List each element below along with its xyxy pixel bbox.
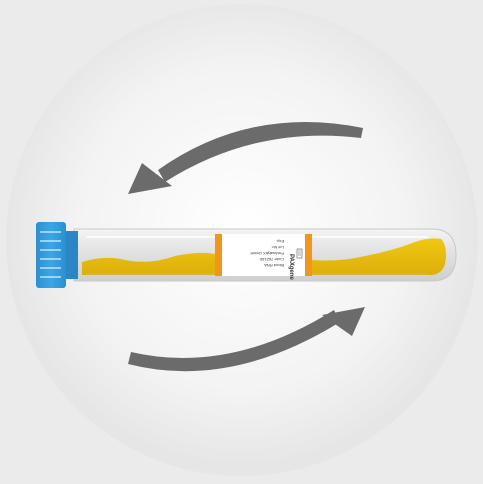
label-band-right [305, 234, 312, 276]
tube-label: PAXgene Blood RNA Code 762165 PreAnalyti… [215, 234, 312, 281]
label-band-left [215, 234, 222, 276]
test-tube: PAXgene Blood RNA Code 762165 PreAnalyti… [36, 222, 456, 288]
label-brand: PAXgene [288, 254, 294, 281]
tube-cap [36, 222, 78, 288]
label-line-5: Exp. [276, 239, 284, 244]
label-line-1: Blood RNA [264, 263, 284, 268]
label-line-2: Code 762165 [259, 257, 284, 262]
label-line-4: Lot No. [271, 245, 284, 250]
label-line-3: PreAnalytiX GmbH [250, 251, 284, 256]
